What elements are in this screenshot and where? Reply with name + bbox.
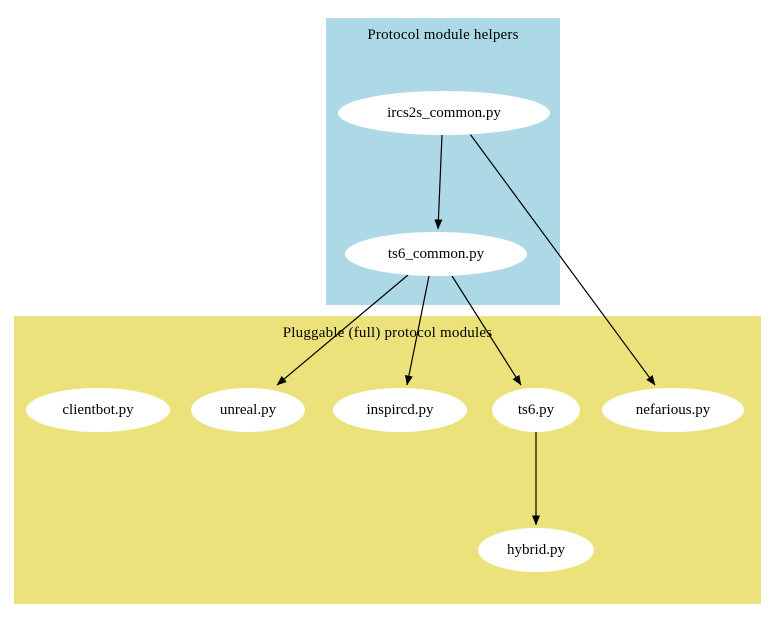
node-inspircd: inspircd.py [333,388,467,432]
node-ts6-common: ts6_common.py [345,232,527,276]
node-unreal: unreal.py [191,388,305,432]
cluster-pluggable-modules: Pluggable (full) protocol modules [14,316,761,604]
node-clientbot: clientbot.py [26,388,170,432]
node-nefarious: nefarious.py [602,388,744,432]
node-ircs2s-common: ircs2s_common.py [338,91,550,135]
node-hybrid: hybrid.py [478,528,594,572]
cluster-pluggable-label: Pluggable (full) protocol modules [282,325,493,341]
node-ts6: ts6.py [492,388,580,432]
cluster-helpers-label: Protocol module helpers [367,27,519,43]
